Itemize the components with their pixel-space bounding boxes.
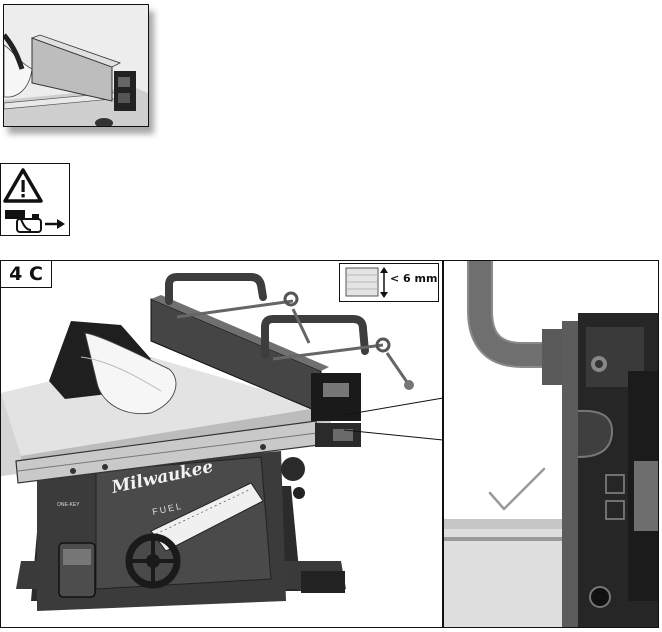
arrow-right-icon: [45, 219, 65, 229]
table-saw-drawing: Milwaukee FUEL ONE-KEY: [1, 261, 442, 627]
fence-detail-drawing: [444, 261, 658, 627]
battery-removal-icon: [5, 210, 42, 233]
gap-spec-box: [339, 263, 439, 302]
table-saw-figure: Milwaukee FUEL ONE-KEY: [0, 260, 443, 628]
figure-label: 4 C: [0, 260, 52, 288]
gap-spec-drawing: [345, 267, 388, 298]
fence-thumbnail-illustration: [3, 4, 149, 127]
gap-measurement-label: < 6 mm: [390, 272, 438, 285]
warning-pictogram-drawing: [3, 168, 65, 233]
fence-thumbnail-drawing: [4, 5, 148, 126]
warning-triangle-icon: [3, 168, 43, 203]
warning-pictogram: [0, 163, 70, 236]
checkmark-icon: [488, 467, 546, 511]
switch-label: ONE-KEY: [57, 502, 80, 508]
fence-detail-figure: [443, 260, 659, 628]
double-arrow-icon: [380, 267, 388, 298]
